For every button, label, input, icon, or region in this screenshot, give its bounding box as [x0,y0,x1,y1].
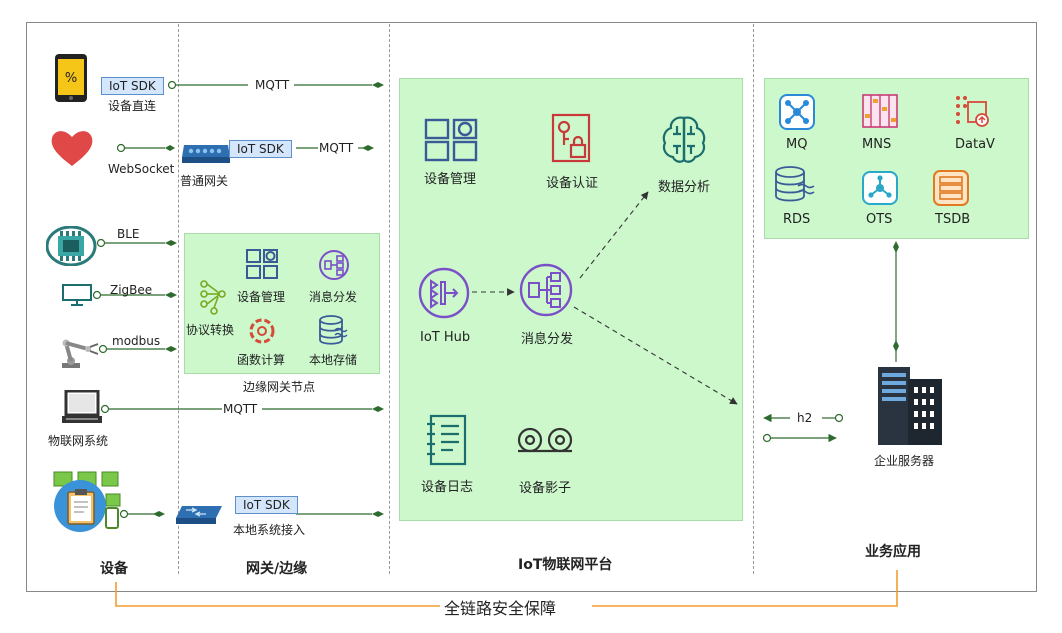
edge-item-protocol-convert: 协议转换 [186,323,235,337]
device-shadow-label: 设备影子 [519,481,572,496]
service-tsdb-label: TSDB [935,212,971,227]
message-dispatch-icon [518,262,574,318]
service-mq-label: MQ [786,137,808,152]
enterprise-server-icon [876,365,942,445]
edge-item-function-compute: 函数计算 [237,353,286,367]
monitor-icon [62,284,94,306]
edge-item-device-management: 设备管理 [237,290,286,304]
local-system-sdk-badge: IoT SDK [235,496,298,514]
service-datav-label: DataV [955,137,995,152]
svg-text:%: % [65,71,77,86]
service-ots-label: OTS [866,212,893,227]
robot-arm-icon [58,333,102,369]
column-divider-gateway-platform [389,24,390,574]
security-bar-label: 全链路安全保障 [444,599,557,618]
h2-label: h2 [797,411,813,425]
device-log-icon [425,414,469,466]
websocket-label: WebSocket [108,162,175,176]
switch-icon [174,504,224,526]
phone-icon: % [53,54,89,102]
local-system-label: 本地系统接入 [233,523,306,537]
edge-item-message-dispatch: 消息分发 [309,290,358,304]
column-divider-platform-business [753,24,754,574]
gateway-router-icon [178,139,232,165]
data-analysis-label: 数据分析 [658,180,711,195]
local-storage-icon [317,314,349,346]
diagram-frame [26,22,1037,592]
clipboard-chips-icon [50,470,122,534]
section-title-gateway: 网关/边缘 [246,561,308,577]
rds-icon [774,166,818,202]
ots-icon [862,171,898,205]
device-auth-label: 设备认证 [546,176,599,191]
mq-icon [779,94,815,130]
protocol-convert-icon [198,278,228,316]
mqtt-label-direct: MQTT [255,78,290,92]
data-analysis-brain-icon [659,114,709,164]
mqtt-label-gateway: MQTT [319,141,354,155]
platform-message-dispatch-label: 消息分发 [521,332,574,347]
iot-hub-label: IoT Hub [420,330,471,345]
edge-gateway-title: 边缘网关节点 [243,380,316,394]
device-management-icon [424,118,478,162]
section-title-business: 业务应用 [865,544,921,560]
gateway-sdk-badge: IoT SDK [229,140,292,158]
message-dispatch-icon [318,249,350,281]
edge-item-local-storage: 本地存储 [309,353,358,367]
edge-gateway-panel [184,233,380,374]
ble-label: BLE [117,227,140,241]
zigbee-label: ZigBee [110,283,153,297]
mns-icon [862,94,898,128]
ble-device-icon [45,225,102,267]
iot-system-label: 物联网系统 [48,434,109,448]
service-mns-label: MNS [862,137,892,152]
enterprise-server-label: 企业服务器 [874,454,935,468]
service-rds-label: RDS [783,212,811,227]
device-direct-label: 设备直连 [108,99,157,113]
normal-gateway-label: 普通网关 [180,174,229,188]
device-log-label: 设备日志 [421,480,474,495]
platform-device-management-label: 设备管理 [424,172,477,187]
tsdb-icon [933,170,969,206]
column-divider-device-gateway [178,24,179,574]
device-direct-sdk-badge: IoT SDK [101,77,164,95]
function-compute-icon [246,316,278,346]
computer-icon [62,389,102,426]
modbus-label: modbus [112,334,161,348]
heart-icon [50,128,94,168]
device-shadow-icon [516,425,574,455]
device-management-icon [245,248,279,280]
mqtt-label-iot-system: MQTT [223,402,258,416]
section-title-device: 设备 [100,561,128,577]
section-title-platform: IoT物联网平台 [518,557,613,573]
datav-icon [954,94,990,128]
device-auth-icon [551,113,593,163]
iot-hub-icon [417,266,471,320]
